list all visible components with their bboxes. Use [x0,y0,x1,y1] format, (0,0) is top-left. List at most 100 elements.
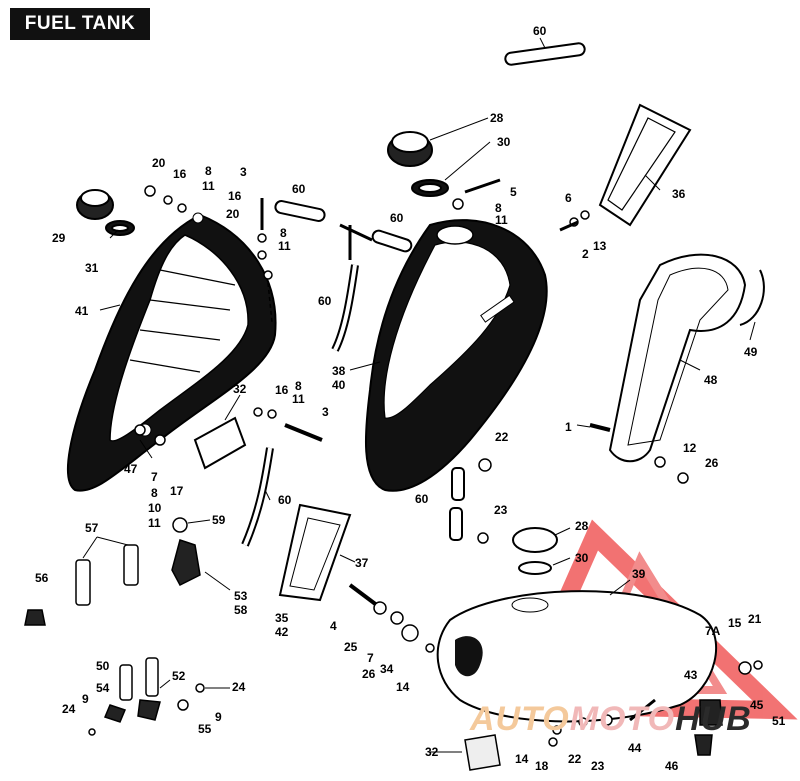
callout-44: 44 [628,741,642,755]
callout-21: 21 [748,612,762,626]
callout-20: 20 [152,156,166,170]
callout-59: 59 [212,513,226,527]
callout-30: 30 [497,135,511,149]
callout-60: 60 [415,492,429,506]
callout-11: 11 [292,392,305,406]
watermark-part-hub: HUB [675,700,752,738]
callout-6: 6 [565,191,572,205]
callout-10: 10 [148,501,162,515]
callout-3: 3 [322,405,329,419]
callout-34: 34 [380,662,394,676]
callout-2: 2 [582,247,589,261]
right-tank-half-38 [364,219,548,492]
callout-3: 3 [240,165,247,179]
callout-9: 9 [82,692,89,706]
hardware [24,178,763,771]
callout-1: 1 [565,420,572,434]
callout-13: 13 [593,239,607,253]
callout-8: 8 [280,226,287,240]
callout-48: 48 [704,373,718,387]
callout-57: 57 [85,521,99,535]
callout-22: 22 [495,430,509,444]
callout-39: 39 [632,567,646,581]
callout-60: 60 [318,294,332,308]
callout-17: 17 [170,484,184,498]
callout-14: 14 [515,752,529,766]
callout-40: 40 [332,378,346,392]
callout-14: 14 [396,680,410,694]
callout-4: 4 [330,619,337,633]
strap-48 [608,253,765,463]
callout-60: 60 [292,182,306,196]
callout-38: 38 [332,364,346,378]
callout-7: 7 [367,651,374,665]
callout-15: 15 [728,616,742,630]
callout-5: 5 [510,185,517,199]
pads [193,416,352,602]
callout-45: 45 [750,698,764,712]
callout-36: 36 [672,187,686,201]
left-tank-half-41 [66,212,277,492]
callout-47: 47 [124,462,138,476]
watermark-text: AUTOMOTOHUB [470,700,752,739]
callout-42: 42 [275,625,289,639]
callout-7A: 7A [705,624,721,638]
callout-11: 11 [148,516,161,530]
callout-60: 60 [278,493,292,507]
callout-41: 41 [75,304,89,318]
callout-26: 26 [362,667,376,681]
callout-23: 23 [494,503,508,517]
hoses-60 [241,42,586,547]
callout-labels: 60 28 30 5 8 11 36 6 13 2 20 16 8 11 3 1… [35,24,786,773]
callout-50: 50 [96,659,110,673]
callout-25: 25 [344,640,358,654]
callout-18: 18 [535,759,549,773]
callout-11: 11 [278,239,291,253]
callout-54: 54 [96,681,110,695]
leader-lines [82,37,756,753]
callout-7: 7 [151,470,158,484]
callout-22: 22 [568,752,582,766]
callout-16: 16 [275,383,289,397]
callout-8: 8 [151,486,158,500]
lower-tank-39 [436,590,717,723]
callout-16: 16 [228,189,242,203]
watermark-part-moto: MOTO [569,700,676,738]
callout-60: 60 [533,24,547,38]
diagram-title: FUEL TANK [10,8,150,40]
cover-36 [598,103,692,227]
fuel-caps [76,131,558,575]
callout-8: 8 [495,201,502,215]
callout-55: 55 [198,722,212,736]
callout-12: 12 [683,441,697,455]
callout-53: 53 [234,589,248,603]
callout-11: 11 [202,179,215,193]
callout-32: 32 [233,382,247,396]
callout-32: 32 [425,745,439,759]
callout-58: 58 [234,603,248,617]
callout-52: 52 [172,669,186,683]
callout-28: 28 [575,519,589,533]
callout-24: 24 [62,702,76,716]
callout-37: 37 [355,556,369,570]
callout-26: 26 [705,456,719,470]
callout-51: 51 [772,714,786,728]
callout-23: 23 [591,759,605,773]
callout-35: 35 [275,611,289,625]
callout-11: 11 [495,213,508,227]
callout-8: 8 [295,379,302,393]
callout-28: 28 [490,111,504,125]
callout-20: 20 [226,207,240,221]
watermark-part-auto: AUTO [470,700,570,738]
callout-46: 46 [665,759,679,773]
callout-31: 31 [85,261,99,275]
callout-60: 60 [390,211,404,225]
callout-29: 29 [52,231,66,245]
callout-9: 9 [215,710,222,724]
callout-8: 8 [205,164,212,178]
callout-16: 16 [173,167,187,181]
callout-43: 43 [684,668,698,682]
callout-56: 56 [35,571,49,585]
callout-49: 49 [744,345,758,359]
